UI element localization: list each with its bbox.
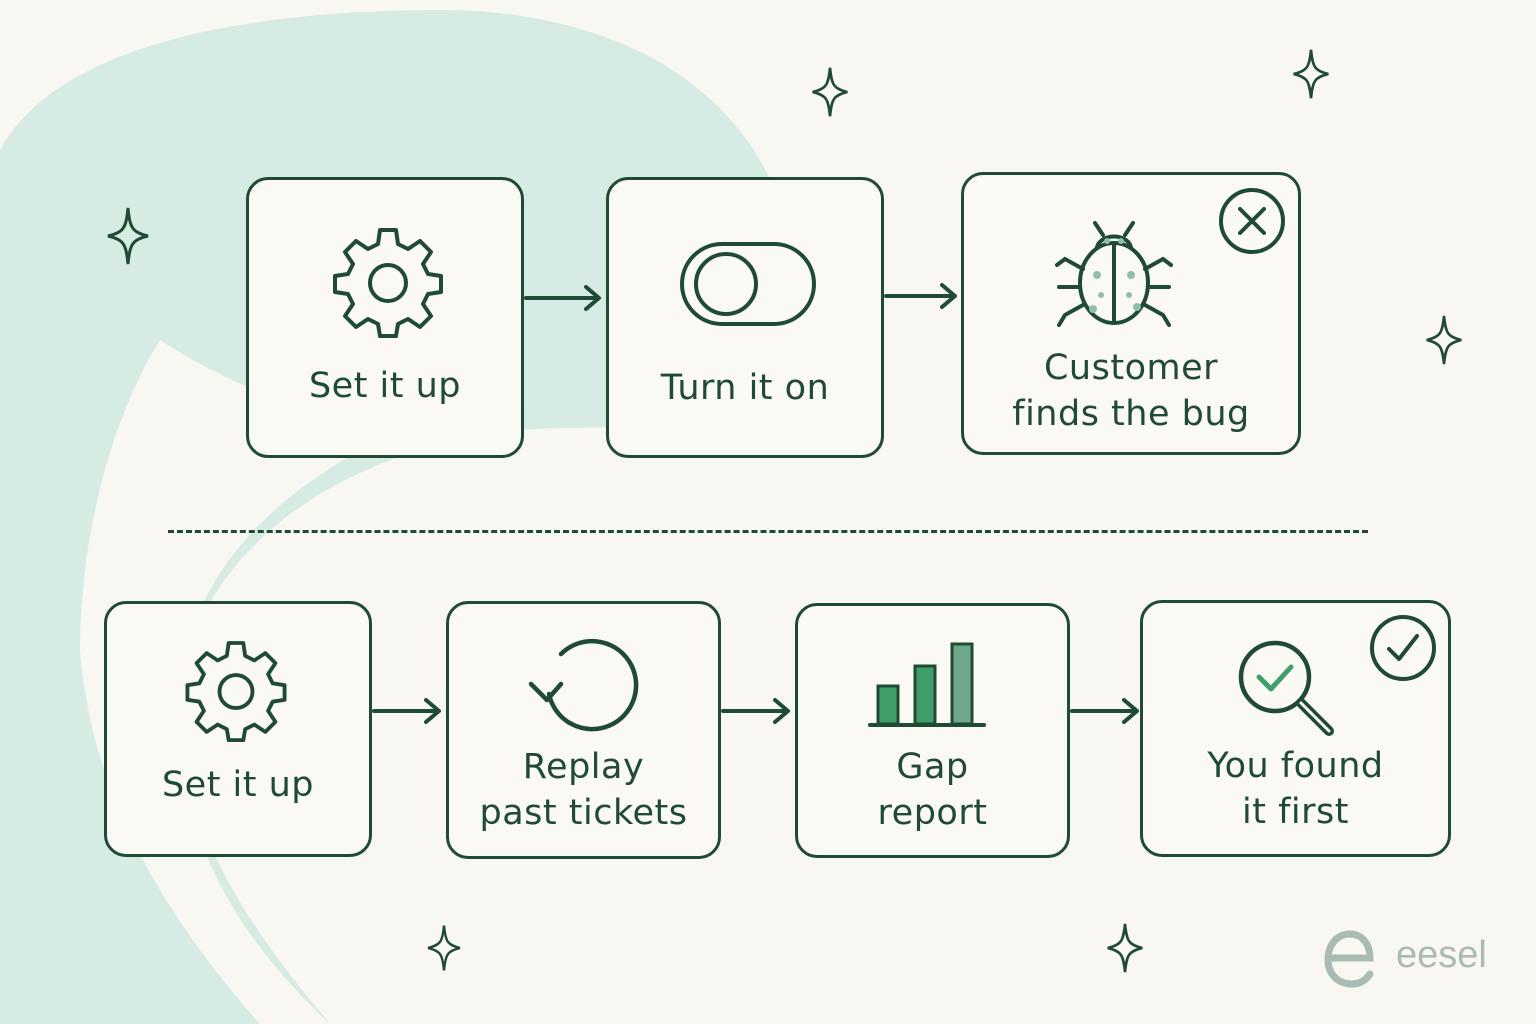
step-card-customer-finds-bug: Customer finds the bug	[961, 172, 1301, 455]
step-label: Customer finds the bug	[1012, 348, 1250, 434]
sparkle-icon	[1293, 49, 1329, 99]
gear-icon	[185, 641, 287, 742]
sparkle-icon	[812, 67, 848, 117]
gear-icon	[333, 228, 443, 338]
step-label: Set it up	[308, 366, 462, 406]
check-circle-icon	[1370, 615, 1436, 681]
sparkle-icon	[107, 207, 149, 265]
bug-icon	[1055, 221, 1173, 327]
step-label: Replay past tickets	[479, 747, 688, 833]
sparkle-icon	[427, 925, 461, 971]
arrow-right-icon	[721, 698, 790, 724]
step-card-set-it-up-bottom: Set it up	[104, 601, 372, 857]
step-label: Gap report	[877, 747, 988, 833]
eesel-logo: eesel	[1322, 928, 1502, 988]
sparkle-icon	[1107, 923, 1143, 973]
eesel-logo-icon	[1324, 930, 1374, 988]
arrow-right-icon	[524, 285, 601, 311]
step-card-gap-report: Gap report	[795, 603, 1070, 858]
sparkle-icon	[1426, 315, 1462, 365]
bar-chart-icon	[868, 642, 986, 727]
step-card-replay-past-tickets: Replay past tickets	[446, 601, 721, 859]
step-label: Turn it on	[660, 368, 830, 408]
logo-text: eesel	[1396, 934, 1487, 976]
arrow-right-icon	[884, 283, 957, 309]
toggle-icon	[680, 242, 816, 326]
x-circle-icon	[1219, 188, 1285, 254]
section-divider	[168, 530, 1368, 533]
step-label: You found it first	[1207, 746, 1384, 832]
arrow-right-icon	[1070, 698, 1139, 724]
replay-icon	[528, 638, 639, 732]
step-card-you-found-it-first: You found it first	[1140, 600, 1451, 857]
magnifier-check-icon	[1238, 640, 1334, 736]
step-label: Set it up	[161, 765, 315, 805]
step-card-set-it-up-top: Set it up	[246, 177, 524, 458]
step-card-turn-it-on: Turn it on	[606, 177, 884, 458]
arrow-right-icon	[372, 698, 441, 724]
